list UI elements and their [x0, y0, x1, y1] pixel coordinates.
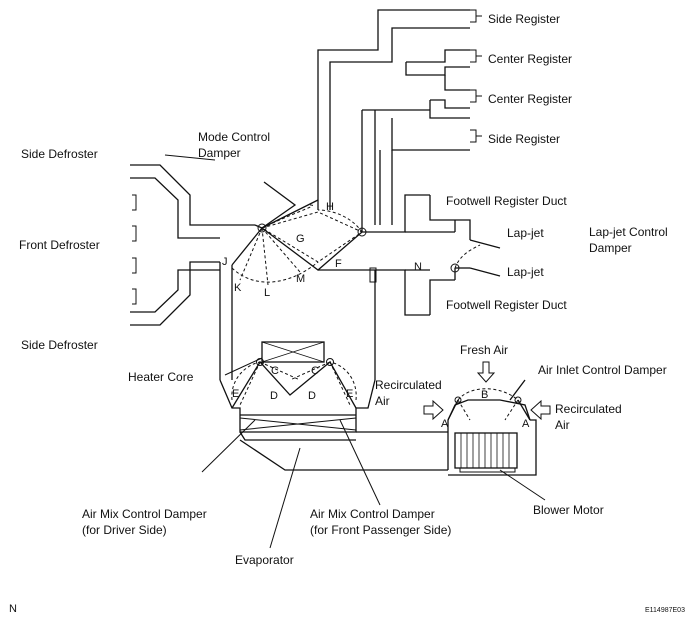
label-footwell-register-duct-1: Footwell Register Duct [446, 194, 567, 208]
letter-h: H [326, 201, 334, 213]
label-air-mix-passenger-1: Air Mix Control Damper [310, 507, 435, 521]
arrow-left-icon [530, 399, 551, 421]
air-inlet-damper [447, 379, 531, 421]
label-lap-jet-1: Lap-jet [507, 226, 544, 240]
letter-k: K [234, 282, 242, 294]
label-fresh-air: Fresh Air [460, 343, 508, 357]
letter-a-2: A [522, 418, 530, 430]
defroster-ducts [130, 164, 255, 326]
diagram-labels: Side Register Center Register Center Reg… [19, 12, 668, 567]
letter-j: J [222, 256, 228, 268]
letter-d-2: D [308, 390, 316, 402]
blower-motor-fan [454, 432, 518, 473]
letter-b: B [481, 389, 488, 401]
label-heater-core: Heater Core [128, 370, 194, 384]
label-center-register-1: Center Register [488, 52, 572, 66]
label-center-register-2: Center Register [488, 92, 572, 106]
letter-a-1: A [441, 418, 449, 430]
letter-e-1: E [232, 388, 239, 400]
label-air-inlet-control-damper: Air Inlet Control Damper [538, 363, 667, 377]
label-lap-jet-2: Lap-jet [507, 265, 544, 279]
leader-lines [164, 154, 546, 549]
mode-damper-housing [219, 181, 456, 380]
label-side-register-2: Side Register [488, 132, 560, 146]
component-letters: H G J K L M F N C C E D D E B A A [222, 201, 530, 430]
label-recirculated-air-1-line1: Recirculated [375, 378, 442, 392]
label-air-mix-driver-1: Air Mix Control Damper [82, 507, 207, 521]
heater-core-unit [219, 341, 376, 441]
label-lap-jet-control-damper-2: Damper [589, 241, 632, 255]
letter-c-2: C [311, 365, 319, 377]
figure-code: E114987E03 [645, 607, 685, 614]
label-evaporator: Evaporator [235, 553, 294, 567]
register-ducts [317, 9, 470, 225]
letter-f: F [335, 258, 342, 270]
corner-letter: N [9, 603, 17, 615]
label-front-defroster: Front Defroster [19, 238, 100, 252]
label-recirculated-air-2-line1: Recirculated [555, 402, 622, 416]
label-mode-control-damper-1: Mode Control [198, 130, 270, 144]
letter-c-1: C [271, 365, 279, 377]
letter-g: G [296, 233, 305, 245]
label-side-register-1: Side Register [488, 12, 560, 26]
arrow-right-icon [423, 399, 444, 421]
label-air-mix-driver-2: (for Driver Side) [82, 523, 167, 537]
label-mode-control-damper-2: Damper [198, 146, 241, 160]
evaporator-to-blower-duct [239, 399, 537, 476]
register-grille-icons [470, 9, 482, 143]
label-side-defroster-1: Side Defroster [21, 147, 98, 161]
label-air-mix-passenger-2: (for Front Passenger Side) [310, 523, 451, 537]
label-recirculated-air-2-line2: Air [555, 418, 570, 432]
label-side-defroster-2: Side Defroster [21, 338, 98, 352]
letter-m: M [296, 273, 305, 285]
letter-n: N [414, 261, 422, 273]
label-footwell-register-duct-2: Footwell Register Duct [446, 298, 567, 312]
label-recirculated-air-1-line2: Air [375, 394, 390, 408]
lap-jet-ducts [450, 219, 501, 277]
letter-l: L [264, 287, 270, 299]
label-blower-motor: Blower Motor [533, 503, 604, 517]
airflow-arrows [423, 361, 551, 421]
label-lap-jet-control-damper-1: Lap-jet Control [589, 225, 668, 239]
letter-d-1: D [270, 390, 278, 402]
letter-e-2: E [346, 388, 353, 400]
